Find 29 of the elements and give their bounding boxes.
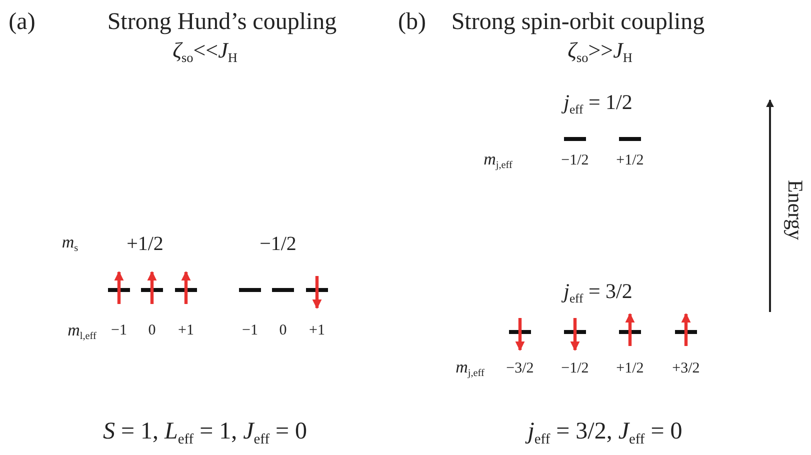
quantum-number-symbol: m$_{j,eff}$ <box>456 358 484 380</box>
quantum-number: +1 <box>178 324 194 338</box>
axis-label: Energy <box>784 180 806 240</box>
panel-label: (a) <box>8 10 36 34</box>
quantum-number: 0 <box>148 324 156 338</box>
quantum-number-symbol: m$_{j,eff}$ <box>484 150 512 172</box>
summary-formula: S = 1, L$_{eff}$ = 1, J$_{eff}$ = 0 <box>102 419 308 447</box>
quantum-number: +1/2 <box>616 362 644 376</box>
panel-title: Strong Hund’s coupling <box>107 10 337 34</box>
summary-formula: j$_{eff}$ = 3/2, J$_{eff}$ = 0 <box>528 419 682 447</box>
quantum-number: −1/2 <box>561 362 589 376</box>
quantum-number-symbol: m$_{s}$ <box>62 234 78 254</box>
panel-label: (b) <box>398 10 426 34</box>
quantum-number: +1/2 <box>616 154 644 168</box>
spin-value: −1/2 <box>260 234 296 254</box>
quantum-number: −1/2 <box>561 154 589 168</box>
spin-value: +1/2 <box>126 234 164 254</box>
level-label: j$_{eff}$ = 1/2 <box>564 92 632 116</box>
quantum-number: +3/2 <box>672 362 700 376</box>
level-label: j$_{eff}$ = 3/2 <box>564 281 632 305</box>
quantum-number: +1 <box>309 324 325 338</box>
quantum-number: −3/2 <box>506 362 534 376</box>
quantum-number: 0 <box>279 324 287 338</box>
condition-text: ζ$_{so}$<<J$_{H}$ <box>172 40 238 64</box>
quantum-number: −1 <box>111 324 127 338</box>
panel-title: Strong spin-orbit coupling <box>451 10 705 34</box>
condition-text: ζ$_{so}$>>J$_{H}$ <box>568 40 632 64</box>
quantum-number-symbol: m$_{l,eff}$ <box>68 322 96 342</box>
quantum-number: −1 <box>242 324 258 338</box>
